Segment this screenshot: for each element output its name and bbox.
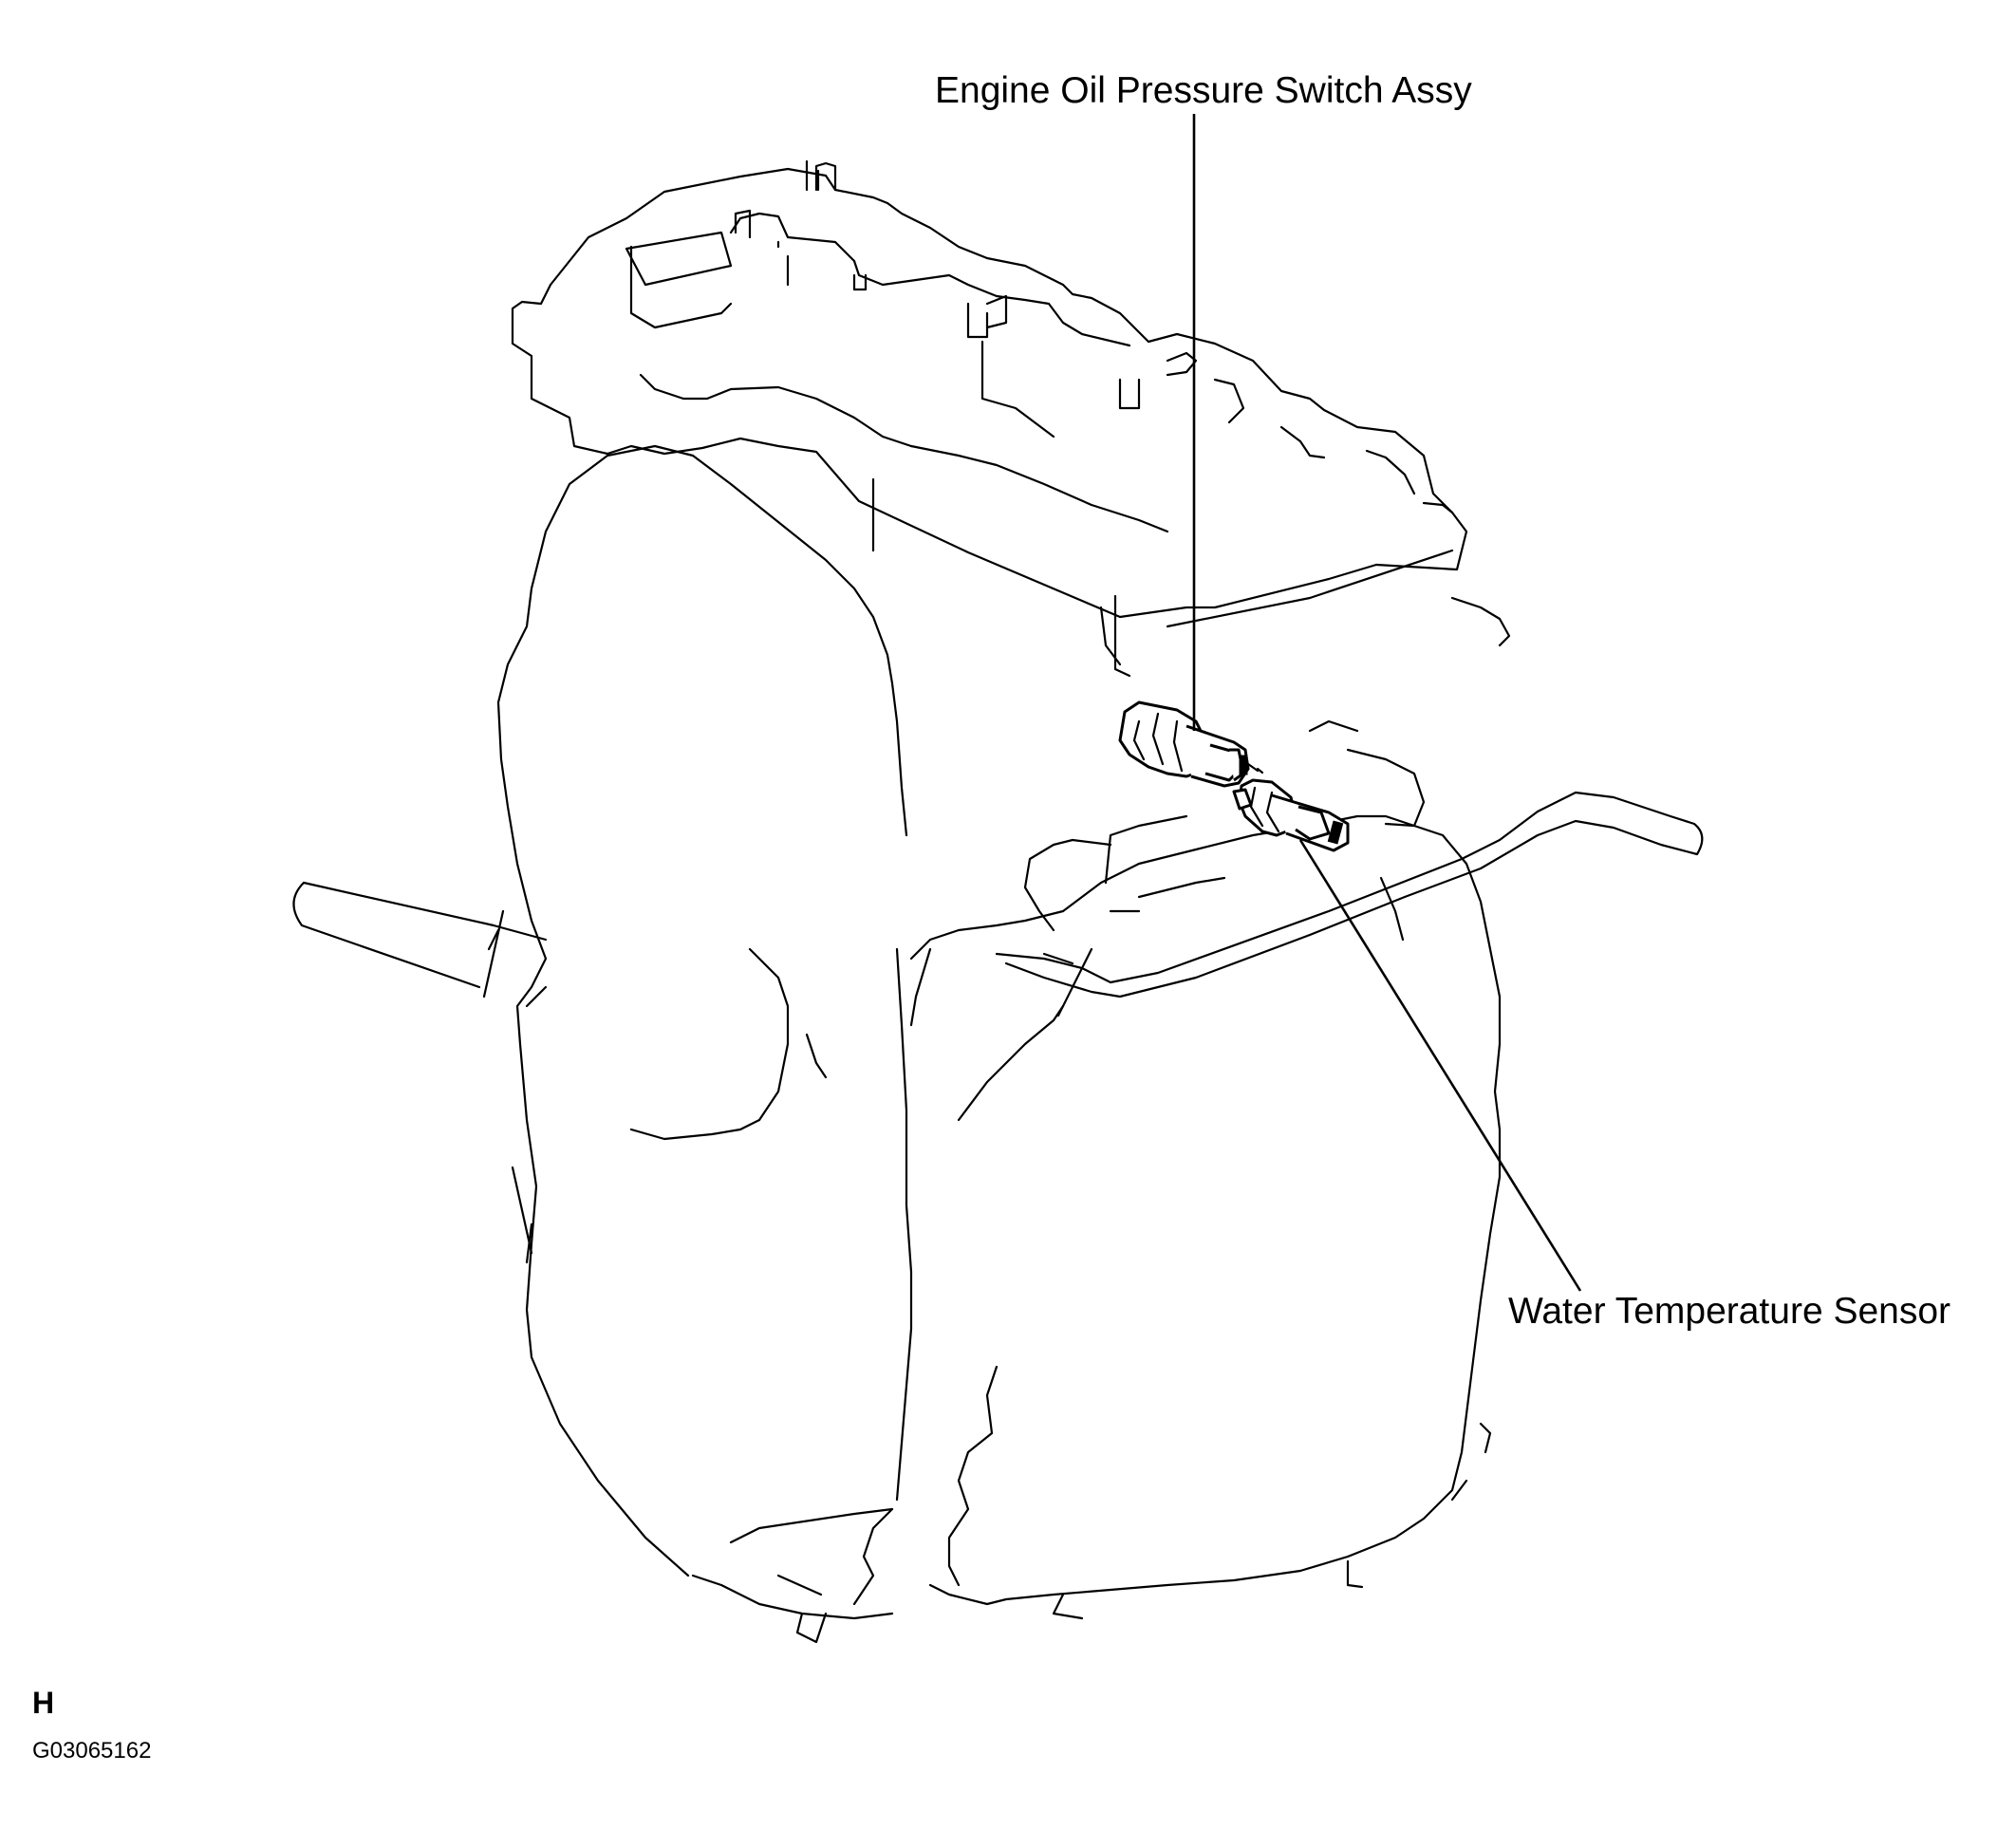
cylinder-head-cover	[511, 159, 1511, 678]
oil-pressure-switch-part	[1118, 700, 1264, 788]
leader-line-water	[1298, 839, 1582, 1292]
water-temperature-sensor-part	[1232, 778, 1350, 852]
engine-right-body	[909, 814, 1502, 1620]
coupling-tube	[1109, 719, 1426, 913]
leader-lines	[1192, 114, 1582, 1292]
callout-oil-pressure-switch: Engine Oil Pressure Switch Assy	[935, 70, 1472, 111]
figure-letter: H	[32, 1686, 55, 1720]
callout-water-temperature-sensor: Water Temperature Sensor	[1508, 1291, 1951, 1332]
engine-block	[487, 444, 913, 1644]
water-pipe	[292, 791, 1704, 998]
figure-number: G03065162	[32, 1738, 152, 1764]
